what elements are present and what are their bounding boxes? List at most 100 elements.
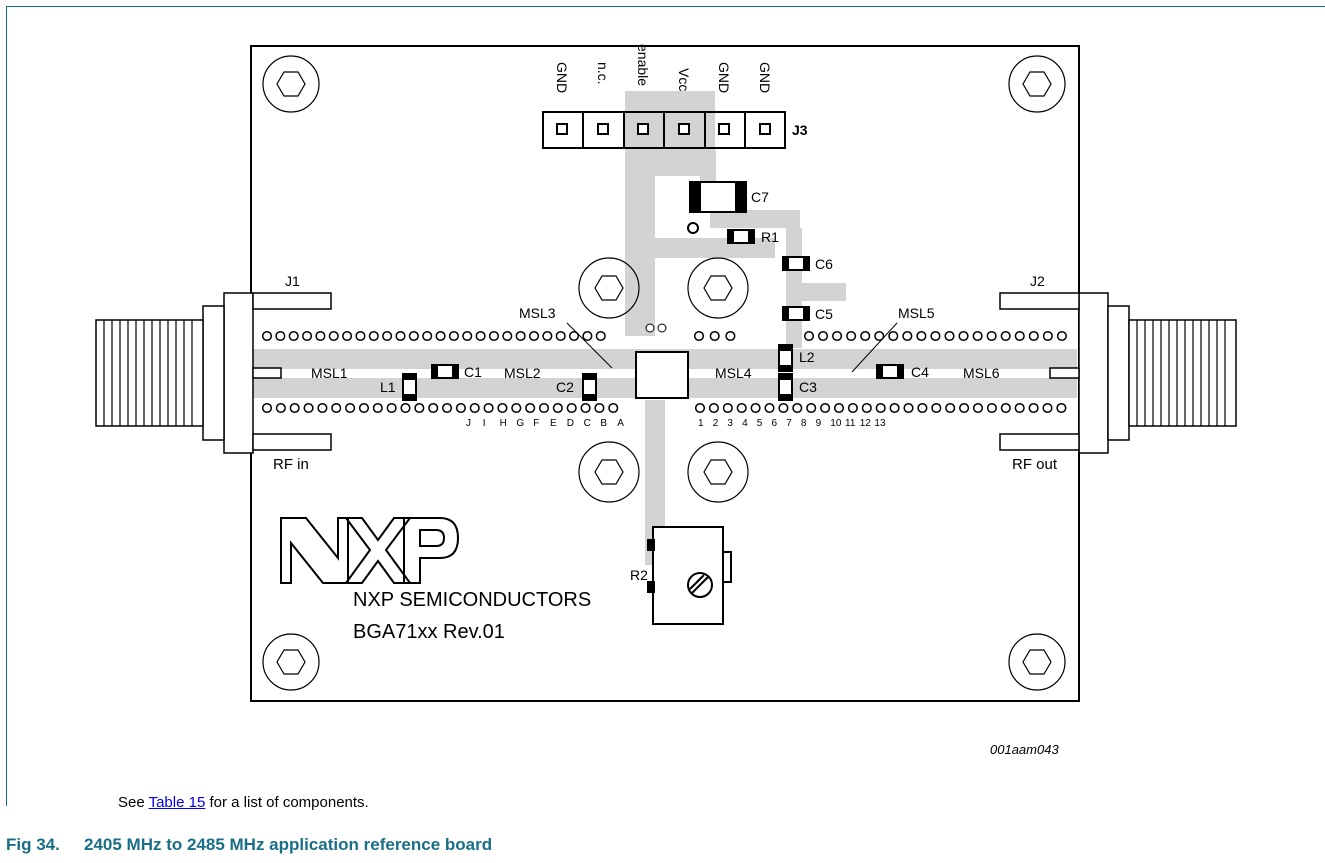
rf-in-label: RF in — [273, 456, 309, 473]
via — [566, 402, 577, 414]
via — [608, 402, 619, 414]
via — [342, 330, 353, 342]
via — [972, 330, 983, 342]
via — [368, 330, 379, 342]
via — [930, 330, 941, 342]
number-scale-label: 4 — [742, 418, 748, 429]
via — [414, 402, 425, 414]
via — [693, 330, 705, 342]
via — [502, 330, 513, 342]
via — [1028, 330, 1039, 342]
msl5-label: MSL5 — [898, 305, 935, 321]
mounting-holes — [262, 55, 1066, 691]
via — [317, 402, 328, 414]
number-scale-label: 3 — [727, 418, 733, 429]
table-15-link[interactable]: Table 15 — [148, 794, 206, 811]
letter-scale-label: A — [617, 418, 624, 429]
amplifier-ic — [635, 351, 689, 399]
via — [488, 330, 500, 342]
via — [595, 330, 606, 342]
via — [455, 402, 466, 414]
letter-scale-label: G — [516, 418, 524, 429]
via — [1042, 402, 1053, 414]
j3-pin-6-label: GND — [757, 62, 773, 93]
via — [395, 330, 406, 342]
via-rows — [261, 330, 1067, 414]
via — [469, 402, 480, 414]
via — [448, 330, 459, 342]
msl1-label: MSL1 — [311, 365, 348, 381]
via — [328, 330, 339, 342]
via — [820, 402, 831, 414]
via — [386, 402, 397, 414]
number-scale-label: 6 — [772, 418, 778, 429]
figure-id: 001aam043 — [990, 742, 1059, 757]
via — [511, 402, 522, 414]
via — [1014, 402, 1025, 414]
via — [860, 330, 871, 342]
rf-in-connector — [95, 292, 332, 454]
via — [903, 402, 914, 414]
via — [931, 402, 942, 414]
via — [1056, 330, 1067, 342]
via — [288, 330, 299, 342]
number-scale-label: 5 — [757, 418, 763, 429]
via — [945, 402, 956, 414]
figure-caption: Fig 34.2405 MHz to 2485 MHz application … — [6, 835, 492, 855]
via — [315, 330, 326, 342]
via — [888, 330, 899, 342]
via — [261, 330, 273, 342]
via — [833, 402, 845, 414]
letter-scale-label: C — [584, 418, 591, 429]
via — [275, 330, 286, 342]
figure-number: Fig 34. — [6, 835, 60, 854]
product-text: BGA71xx Rev.01 — [353, 621, 505, 643]
via — [917, 402, 928, 414]
j3-label: J3 — [792, 122, 808, 138]
via — [1000, 330, 1011, 342]
via — [818, 330, 829, 342]
r2-potentiometer — [647, 526, 732, 625]
via — [944, 330, 955, 342]
via — [594, 402, 605, 414]
number-scale-label: 13 — [874, 418, 886, 429]
j3-pin-labels: GND n.c. enable Vcc GND GND — [554, 44, 773, 93]
via — [528, 330, 540, 342]
components-note: See Table 15 for a list of components. — [118, 794, 369, 811]
via — [1028, 402, 1039, 414]
rf-out-label: RF out — [1012, 456, 1058, 473]
msl4-label: MSL4 — [715, 365, 752, 381]
via — [428, 402, 439, 414]
via — [435, 330, 446, 342]
number-scale-label: 12 — [860, 418, 872, 429]
j1-label: J1 — [285, 273, 300, 289]
via — [778, 402, 789, 414]
via — [422, 330, 433, 342]
nxp-logo — [280, 517, 460, 584]
c5-label: C5 — [815, 306, 833, 322]
via — [806, 402, 817, 414]
via — [958, 330, 969, 342]
j3-pin-3-label: enable — [635, 44, 651, 86]
j3-pin-4-label: Vcc — [676, 68, 692, 91]
via — [400, 402, 411, 414]
via — [972, 402, 984, 414]
number-scale-label: 8 — [801, 418, 807, 429]
via — [1000, 402, 1011, 414]
j3-pin-2-label: n.c. — [595, 62, 611, 85]
c2-label: C2 — [556, 379, 574, 395]
via — [569, 330, 580, 342]
number-scale-label: 11 — [845, 418, 856, 429]
msl2-label: MSL2 — [504, 365, 541, 381]
company-text: NXP SEMICONDUCTORS — [353, 589, 591, 611]
l1-label: L1 — [380, 379, 396, 395]
via — [832, 330, 843, 342]
letter-scale-label: J — [466, 418, 471, 429]
letter-scale-label: H — [500, 418, 507, 429]
via — [1056, 402, 1067, 414]
via — [442, 402, 453, 414]
c3-label: C3 — [799, 379, 817, 395]
via — [372, 402, 383, 414]
